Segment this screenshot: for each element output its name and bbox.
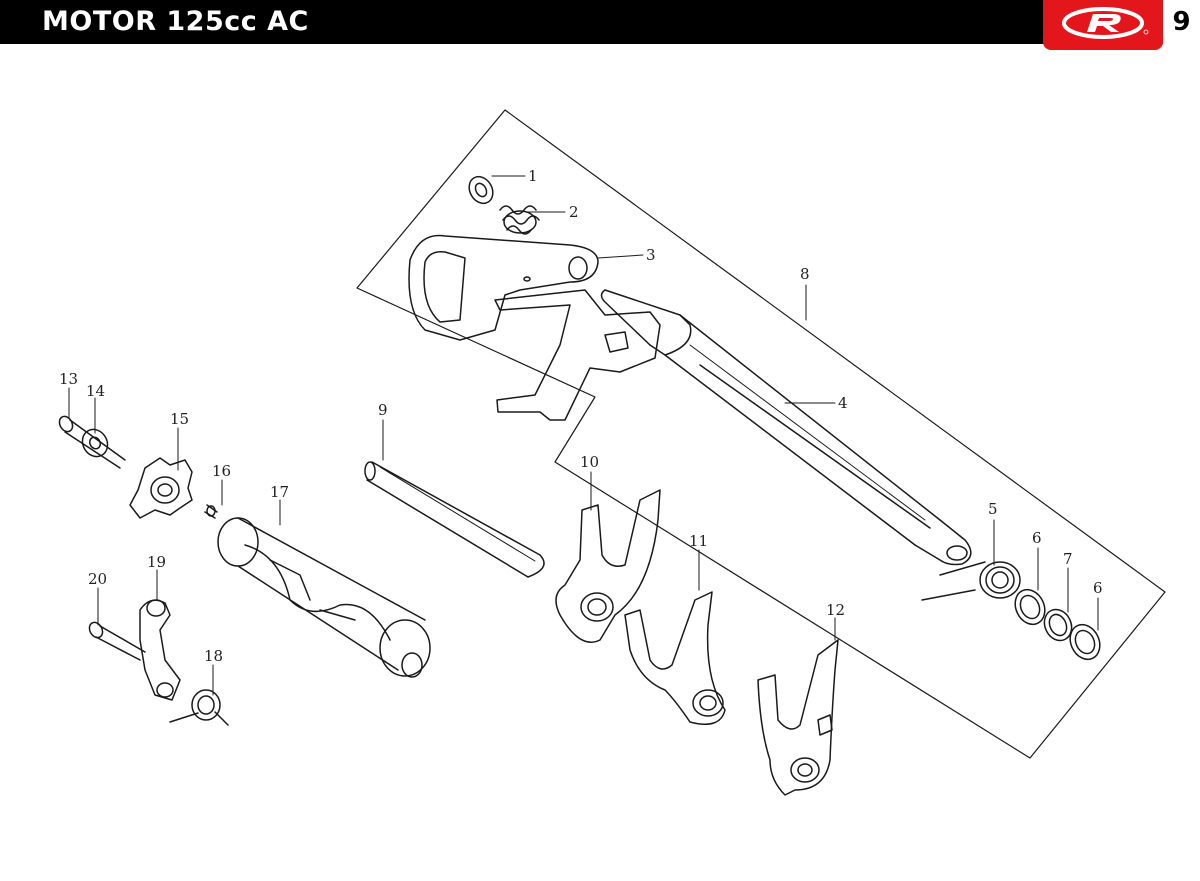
callout-14: 14 xyxy=(86,382,105,400)
part-2-spring xyxy=(499,205,540,235)
part-7-circlip xyxy=(1043,608,1073,642)
header-bar: MOTOR 125cc AC xyxy=(0,0,1200,44)
callout-numbers: 1 2 3 8 4 5 6 7 6 9 10 11 12 13 14 15 16… xyxy=(59,167,1103,665)
callout-17: 17 xyxy=(270,483,289,501)
part-15-star-cam xyxy=(129,457,193,519)
callout-4: 4 xyxy=(838,394,848,412)
part-9-fork-shaft xyxy=(364,461,545,578)
part-12-shift-fork xyxy=(757,639,839,796)
part-8-fork-arm xyxy=(494,289,661,421)
part-6b-washer xyxy=(1069,623,1101,661)
exploded-parts-diagram: 1 2 3 8 4 5 6 7 6 9 10 11 12 13 14 15 16… xyxy=(58,109,1166,796)
callout-6: 6 xyxy=(1032,529,1042,547)
part-4-shift-shaft xyxy=(600,289,972,566)
part-20-bolt xyxy=(88,621,146,661)
callout-9: 9 xyxy=(378,401,388,419)
part-5-return-spring xyxy=(921,561,1021,601)
callout-15: 15 xyxy=(170,410,189,428)
callout-18: 18 xyxy=(204,647,223,665)
part-3-shift-arm-plate xyxy=(408,234,599,341)
part-18-spring xyxy=(169,689,229,726)
part-1-washer xyxy=(468,175,494,205)
callout-1: 1 xyxy=(528,167,538,185)
page-number: 9 xyxy=(1163,0,1200,44)
part-19-stopper-arm xyxy=(139,599,181,701)
callout-12: 12 xyxy=(826,601,845,619)
callout-19: 19 xyxy=(147,553,166,571)
callout-20: 20 xyxy=(88,570,107,588)
callout-6b: 6 xyxy=(1093,579,1103,597)
brand-logo-badge xyxy=(1043,0,1163,50)
rieju-r-logo-icon xyxy=(1062,7,1149,39)
part-14-washer xyxy=(81,428,109,458)
callout-2: 2 xyxy=(569,203,579,221)
leader-lines xyxy=(68,175,1099,696)
assembly-outline-8 xyxy=(356,109,1166,759)
callout-11: 11 xyxy=(689,532,708,550)
callout-7: 7 xyxy=(1063,550,1073,568)
part-11-shift-fork xyxy=(624,591,726,725)
callout-10: 10 xyxy=(580,453,599,471)
callout-5: 5 xyxy=(988,500,998,518)
callout-16: 16 xyxy=(212,462,231,480)
page-title: MOTOR 125cc AC xyxy=(42,6,309,37)
callout-13: 13 xyxy=(59,370,78,388)
part-16-pin xyxy=(204,504,218,519)
part-10-shift-fork xyxy=(555,489,661,643)
part-13-bolt xyxy=(58,415,126,469)
part-6-washer xyxy=(1014,588,1046,626)
part-17-shift-drum xyxy=(217,517,431,678)
callout-8: 8 xyxy=(800,265,810,283)
callout-3: 3 xyxy=(646,246,656,264)
